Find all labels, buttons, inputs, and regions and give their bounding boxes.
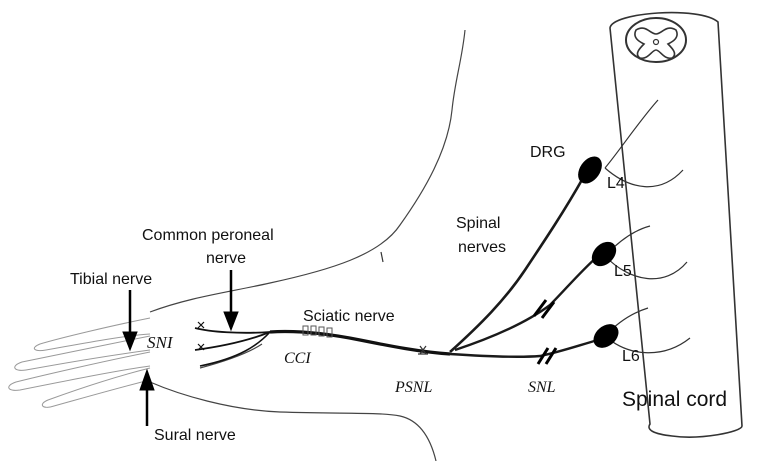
tibial-branch [195, 332, 270, 350]
spinal-nerves-label-line1: Spinal [456, 215, 500, 232]
l4-label: L4 [607, 175, 625, 192]
drg-l4 [573, 152, 607, 188]
common-peroneal-branch [195, 328, 270, 333]
central-canal [654, 40, 659, 45]
sural-nerve-label: Sural nerve [154, 427, 236, 444]
toe-4 [42, 368, 150, 407]
sural-branch [200, 332, 270, 366]
leg-bottom-outline [150, 382, 436, 461]
common-peroneal-label-line2: nerve [206, 250, 246, 267]
spinal-nerves [450, 178, 598, 357]
sural-arrow-head [140, 370, 154, 390]
spinal-nerve-l5 [455, 256, 598, 350]
spinal-nerves-label-line2: nerves [458, 239, 506, 256]
sciatic-nerve-label: Sciatic nerve [303, 308, 395, 325]
sni-cut-upper [198, 322, 204, 328]
spinal-nerve-l6 [450, 340, 598, 357]
root-l6-b [605, 336, 690, 353]
nerve-roots [605, 100, 690, 353]
psnl-label: PSNL [394, 379, 432, 396]
back-tick-mark [381, 252, 383, 262]
grey-matter-butterfly [635, 28, 677, 58]
l5-label: L5 [614, 263, 632, 280]
sciatic-nerve-group [195, 322, 450, 366]
cci-label: CCI [284, 350, 311, 367]
body-outline [150, 30, 465, 461]
spinal-cord-outline [610, 13, 742, 437]
toe-3 [9, 352, 150, 390]
spinal-cord [610, 13, 742, 437]
sni-label: SNI [147, 333, 174, 352]
common-peroneal-label-line1: Common peroneal [142, 227, 274, 244]
l6-label: L6 [622, 348, 640, 365]
common-peroneal-arrow-head [224, 312, 238, 330]
drg-label: DRG [530, 144, 566, 161]
spinal-cord-label: Spinal cord [622, 388, 727, 411]
tibial-nerve-label: Tibial nerve [70, 271, 152, 288]
snl-label: SNL [528, 379, 556, 396]
root-l4-a [605, 100, 658, 168]
back-outline [150, 30, 465, 312]
